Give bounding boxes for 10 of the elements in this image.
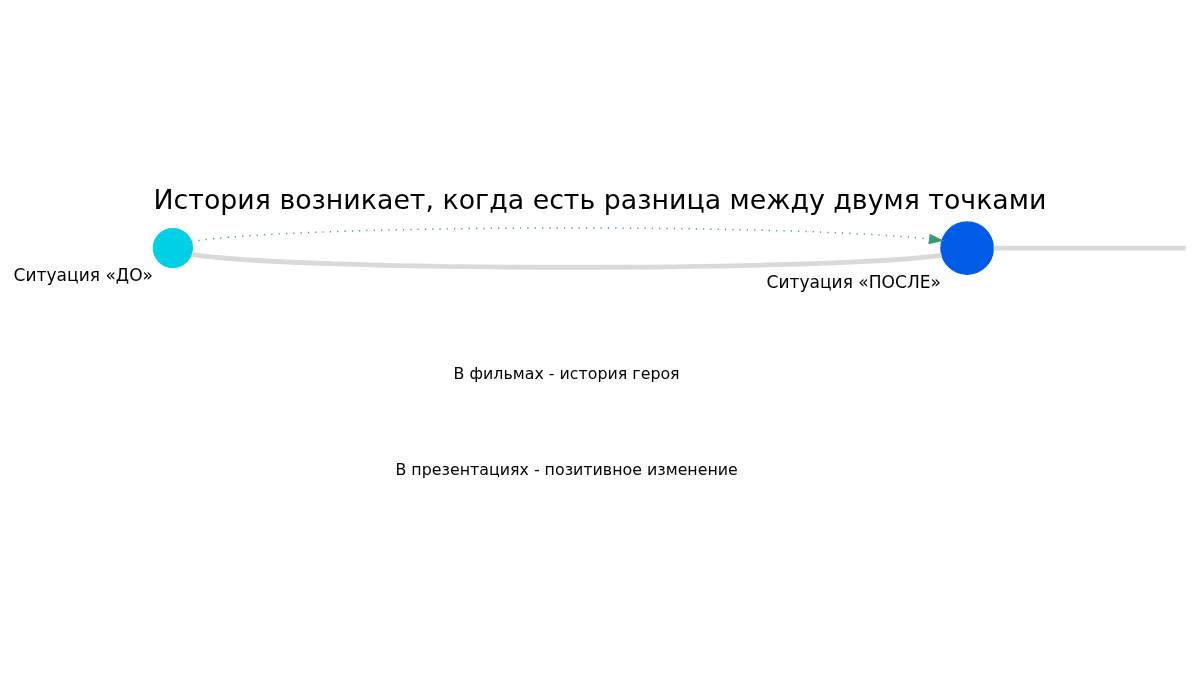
label: В презентациях - позитивное изменение [395,459,738,479]
arrow [190,226,945,244]
node-circle [152,227,193,268]
node-label: Ситуация «ПОСЛЕ» [766,271,941,292]
node-circle [940,220,994,275]
node-label: Ситуация «ДО» [13,264,153,285]
connector [191,251,942,270]
label: В фильмах - история героя [453,363,680,383]
connector [993,245,1186,251]
diagram-title: История возникает, когда есть разница между двумя точками [153,183,1047,215]
